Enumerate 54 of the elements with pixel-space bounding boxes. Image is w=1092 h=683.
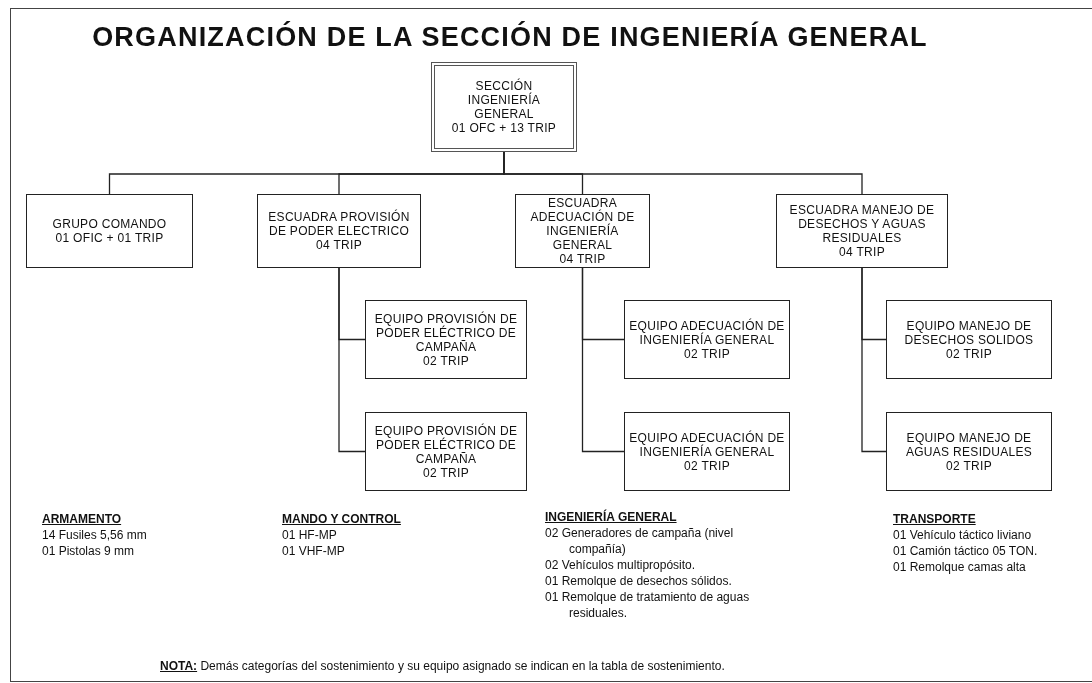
list-item: 02 Generadores de campaña (nivel compañía) bbox=[545, 525, 735, 557]
unit-box bbox=[776, 194, 948, 268]
list-item: 01 HF-MP bbox=[282, 527, 337, 543]
unit-name: GRUPO COMANDO bbox=[52, 217, 167, 231]
section-heading: TRANSPORTE bbox=[893, 511, 976, 527]
personnel-count: 02 TRIP bbox=[684, 346, 730, 361]
unit-box bbox=[257, 194, 421, 268]
list-item: 01 Remolque de desechos sólidos. bbox=[545, 573, 732, 589]
unit-name: EQUIPO MANEJO DE DESECHOS SOLIDOS bbox=[903, 318, 1035, 347]
root-unit-box bbox=[431, 62, 577, 152]
personnel-count: 04 TRIP bbox=[316, 238, 362, 252]
unit-name: EQUIPO PROVISIÓN DE PODER ELÉCTRICO DE CAMPAÑA bbox=[373, 311, 519, 354]
unit-box bbox=[365, 412, 527, 491]
unit-name: ESCUADRA PROVISIÓN DE PODER ELECTRICO bbox=[267, 210, 411, 238]
personnel-count: 02 TRIP bbox=[684, 458, 730, 473]
list-item: 02 Vehículos multipropósito. bbox=[545, 557, 696, 573]
personnel-count: 04 TRIP bbox=[559, 252, 606, 266]
unit-name: ESCUADRA ADECUACIÓN DE INGENIERÍA GENERAL bbox=[529, 196, 636, 252]
section-heading: ARMAMENTO bbox=[42, 511, 122, 527]
note-text: NOTA: Demás categorías del sostenimiento y su equipo asignado se indican en la tabla de sostenimiento. bbox=[160, 658, 725, 674]
unit-box bbox=[26, 194, 193, 268]
connector-line bbox=[861, 267, 887, 453]
personnel-count: 02 TRIP bbox=[423, 353, 469, 368]
connector-line bbox=[503, 151, 863, 195]
personnel-count: 01 OFC + 13 TRIP bbox=[451, 121, 557, 135]
list-item: 01 Camión táctico 05 TON. bbox=[893, 543, 1038, 559]
personnel-count: 04 TRIP bbox=[839, 245, 885, 259]
unit-box bbox=[515, 194, 650, 268]
unit-box bbox=[624, 300, 790, 379]
unit-name: SECCIÓN INGENIERÍA GENERAL bbox=[466, 79, 542, 121]
list-item: 01 Remolque camas alta bbox=[893, 559, 1026, 575]
unit-box bbox=[886, 412, 1052, 491]
unit-name: EQUIPO MANEJO DE AGUAS RESIDUALES bbox=[904, 430, 1034, 459]
personnel-count: 02 TRIP bbox=[946, 346, 992, 361]
list-item: 01 Pistolas 9 mm bbox=[42, 543, 135, 559]
unit-box bbox=[624, 412, 790, 491]
unit-name: ESCUADRA MANEJO DE DESECHOS Y AGUAS RESIDUALES bbox=[788, 203, 936, 245]
list-item: 01 Vehículo táctico liviano bbox=[893, 527, 1032, 543]
connector-line bbox=[338, 267, 366, 453]
unit-box bbox=[886, 300, 1052, 379]
unit-name: EQUIPO ADECUACIÓN DE INGENIERÍA GENERAL bbox=[628, 318, 786, 347]
section-heading: MANDO Y CONTROL bbox=[282, 511, 401, 527]
diagram-title: ORGANIZACIÓN DE LA SECCIÓN DE INGENIERÍA GENERAL bbox=[91, 22, 929, 53]
unit-name: EQUIPO PROVISIÓN DE PODER ELÉCTRICO DE CAMPAÑA bbox=[373, 423, 519, 466]
personnel-count: 01 OFIC + 01 TRIP bbox=[55, 231, 164, 245]
unit-name: EQUIPO ADECUACIÓN DE INGENIERÍA GENERAL bbox=[628, 430, 786, 459]
personnel-count: 02 TRIP bbox=[423, 465, 469, 480]
personnel-count: 02 TRIP bbox=[946, 458, 992, 473]
list-item: 14 Fusiles 5,56 mm bbox=[42, 527, 147, 543]
section-heading: INGENIERÍA GENERAL bbox=[545, 509, 677, 525]
list-item: 01 VHF-MP bbox=[282, 543, 345, 559]
connector-line bbox=[581, 267, 625, 453]
unit-box bbox=[365, 300, 527, 379]
list-item: 01 Remolque de tratamiento de aguas residuales. bbox=[545, 589, 751, 621]
